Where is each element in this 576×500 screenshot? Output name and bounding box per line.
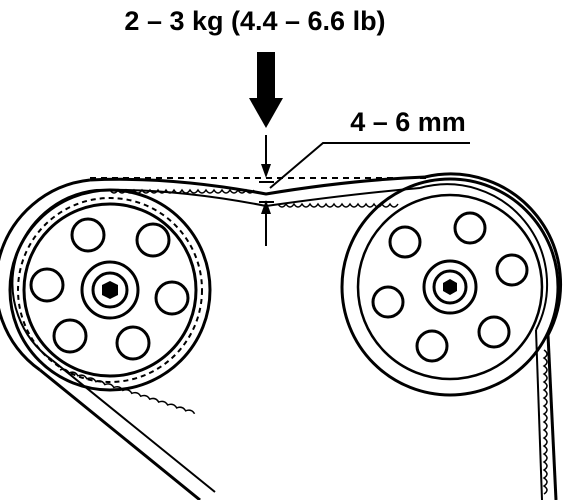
deflection-label: 4 – 6 mm (350, 107, 466, 137)
left-toothed-pulley (8, 188, 212, 392)
force-label: 2 – 3 kg (4.4 – 6.6 lb) (124, 6, 385, 36)
dimension-marker-icon (259, 135, 274, 246)
deflection-leader-line (269, 142, 470, 189)
force-arrow-icon (249, 52, 283, 128)
right-pulley (340, 177, 560, 397)
timing-belt (0, 172, 563, 500)
